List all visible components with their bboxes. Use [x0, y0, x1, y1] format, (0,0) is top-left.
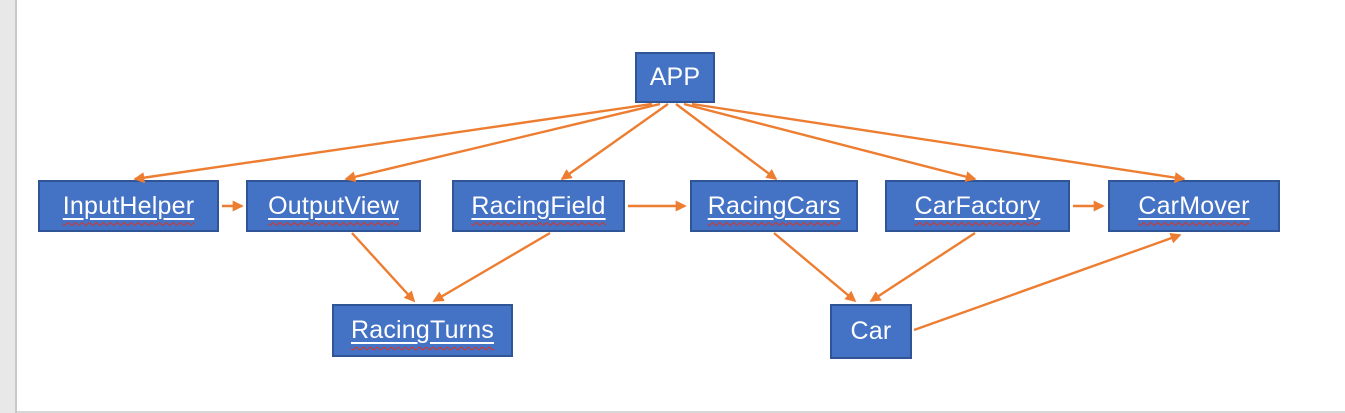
- node-inputhelper-label: InputHelper: [62, 191, 195, 220]
- edge-app-outputview: [344, 102, 661, 183]
- node-outputview-label: OutputView: [268, 191, 399, 220]
- edge-app-racingfield: [560, 103, 669, 180]
- edge-app-racingcars: [675, 103, 778, 180]
- left-page-gutter: [0, 0, 17, 413]
- edge-app-carfactory: [683, 102, 977, 182]
- edge-outputview-racingturns: [351, 232, 416, 303]
- node-carmover-label: CarMover: [1138, 191, 1250, 220]
- node-app[interactable]: APP: [635, 52, 715, 103]
- node-inputhelper[interactable]: InputHelper: [38, 180, 219, 232]
- edge-racingcars-car: [773, 232, 857, 303]
- edge-app-carmover: [691, 102, 1186, 184]
- node-racingfield[interactable]: RacingField: [452, 180, 625, 232]
- node-app-label: APP: [649, 63, 701, 91]
- edge-car-carmover: [913, 232, 1182, 332]
- node-racingfield-label: RacingField: [471, 191, 606, 220]
- node-car[interactable]: Car: [830, 304, 912, 359]
- node-outputview[interactable]: OutputView: [246, 180, 421, 232]
- node-racingturns[interactable]: RacingTurns: [332, 304, 513, 357]
- node-racingcars-label: RacingCars: [707, 191, 841, 220]
- node-carfactory[interactable]: CarFactory: [885, 180, 1070, 232]
- node-racingturns-label: RacingTurns: [351, 316, 494, 344]
- node-car-label: Car: [850, 317, 892, 345]
- node-carmover[interactable]: CarMover: [1108, 180, 1280, 232]
- node-racingcars[interactable]: RacingCars: [690, 180, 858, 232]
- node-carfactory-label: CarFactory: [914, 191, 1041, 220]
- edge-carfactory-car: [869, 231, 976, 303]
- edge-app-inputhelper: [133, 102, 653, 184]
- edge-racingfield-racingturns: [432, 231, 551, 303]
